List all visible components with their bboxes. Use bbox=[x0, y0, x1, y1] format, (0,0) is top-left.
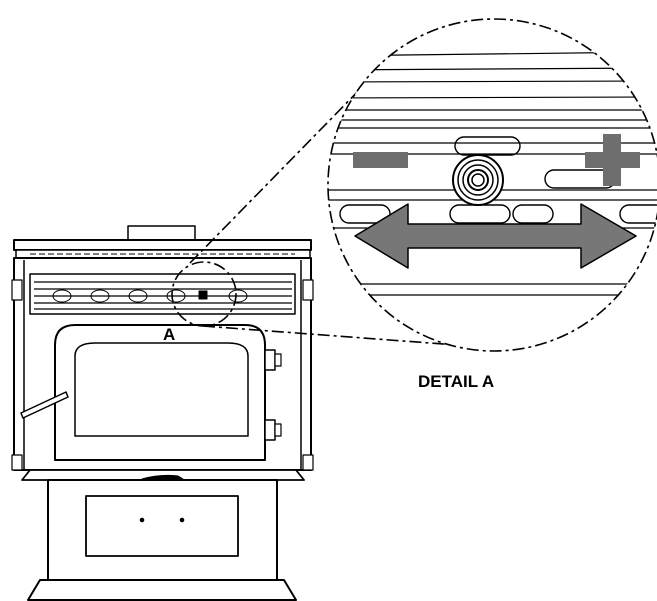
plus-sign-icon bbox=[585, 134, 640, 186]
callout bbox=[171, 76, 471, 347]
door-glass bbox=[74, 342, 249, 437]
top-plate bbox=[13, 239, 312, 251]
flue-collar bbox=[127, 225, 196, 242]
air-control-knob-detail bbox=[452, 154, 504, 206]
ash-door bbox=[85, 495, 239, 557]
air-control-grille bbox=[29, 273, 296, 315]
door-hinge-top bbox=[264, 349, 276, 371]
door-hinge-bottom bbox=[264, 419, 276, 441]
leader-line-top bbox=[189, 76, 373, 264]
detail-circle bbox=[327, 18, 657, 352]
detail-label: DETAIL A bbox=[418, 372, 494, 391]
leader-line-bottom bbox=[202, 325, 471, 347]
air-control-knob bbox=[198, 290, 208, 300]
callout-label: A bbox=[163, 325, 175, 344]
stove bbox=[11, 225, 314, 601]
minus-sign-icon bbox=[353, 152, 408, 168]
detail-view bbox=[327, 18, 657, 352]
door-handle bbox=[20, 391, 69, 419]
ash-lip bbox=[21, 469, 305, 481]
pedestal-base bbox=[27, 579, 297, 601]
double-headed-arrow-icon bbox=[354, 203, 637, 269]
